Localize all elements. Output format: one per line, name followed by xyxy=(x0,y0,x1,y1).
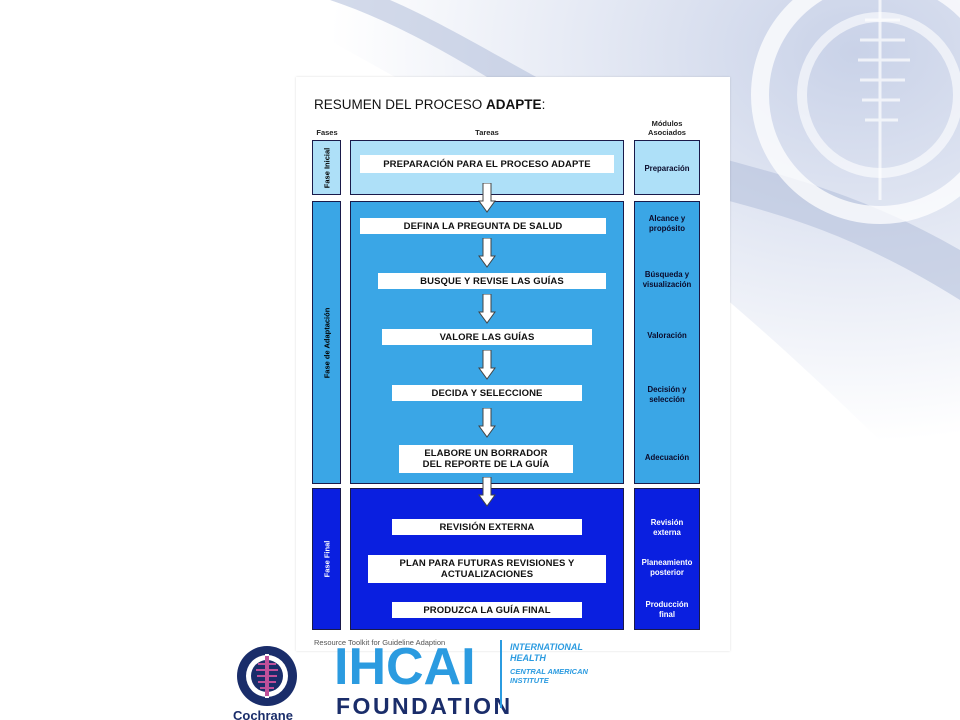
task-future-updates-line2: ACTUALIZACIONES xyxy=(440,569,534,580)
header-modules-line2: Asociados xyxy=(648,128,686,137)
task-define-question: DEFINA LA PREGUNTA DE SALUD xyxy=(360,218,606,234)
ihcai-subtitle-line4: INSTITUTE xyxy=(510,676,550,685)
title-bold: ADAPTE xyxy=(486,97,542,112)
task-final-guideline: PRODUZCA LA GUÍA FINAL xyxy=(392,602,582,618)
module-external-review: Revisión externa xyxy=(635,518,699,538)
module-production-line1: Producción xyxy=(645,600,689,609)
module-scope-line2: propósito xyxy=(649,224,685,233)
task-future-updates-line1: PLAN PARA FUTURAS REVISIONES Y xyxy=(399,558,575,569)
phase-adaptation-label: Fase de Adaptación xyxy=(322,307,331,378)
flow-arrow-6-icon xyxy=(478,477,496,507)
cochrane-logo: Cochrane xyxy=(233,646,297,720)
cochrane-logo-text: Cochrane xyxy=(233,708,293,720)
flow-arrow-4-icon xyxy=(478,350,496,380)
module-scope: Alcance y propósito xyxy=(635,214,699,234)
module-production: Producción final xyxy=(635,600,699,620)
phase-initial-label-box: Fase Inicial xyxy=(312,140,341,195)
task-draft-report-line2: DEL REPORTE DE LA GUÍA xyxy=(422,459,550,470)
phase-final-label-box: Fase Final xyxy=(312,488,341,630)
module-decision-line2: selección xyxy=(649,395,685,404)
task-draft-report: ELABORE UN BORRADOR DEL REPORTE DE LA GU… xyxy=(399,445,573,473)
phase-final-modules-box: Revisión externa Planeamiento posterior … xyxy=(634,488,700,630)
module-preparation: Preparación xyxy=(635,164,699,174)
task-search-guidelines: BUSQUE Y REVISE LAS GUÍAS xyxy=(378,273,606,289)
task-external-review: REVISIÓN EXTERNA xyxy=(392,519,582,535)
task-assess-guidelines: VALORE LAS GUÍAS xyxy=(382,329,592,345)
flow-arrow-5-icon xyxy=(478,408,496,438)
phase-final-tasks-box: REVISIÓN EXTERNA PLAN PARA FUTURAS REVIS… xyxy=(350,488,624,630)
module-production-line2: final xyxy=(658,610,676,619)
phase-adaptation-modules-box: Alcance y propósito Búsqueda y visualiza… xyxy=(634,201,700,484)
module-planning-line1: Planeamiento xyxy=(641,558,693,567)
module-assessment: Valoración xyxy=(635,331,699,341)
ihcai-logo-text: IHCAI xyxy=(334,640,476,696)
module-search-line1: Búsqueda y xyxy=(644,270,690,279)
flow-arrow-2-icon xyxy=(478,238,496,268)
adapte-diagram-panel: RESUMEN DEL PROCESO ADAPTE: Fases Tareas… xyxy=(296,77,730,651)
title-prefix: RESUMEN DEL PROCESO xyxy=(314,97,487,112)
module-customization: Adecuación xyxy=(635,453,699,463)
module-planning-line2: posterior xyxy=(650,568,684,577)
task-future-updates: PLAN PARA FUTURAS REVISIONES Y ACTUALIZA… xyxy=(368,555,606,583)
phase-final-label: Fase Final xyxy=(322,540,331,578)
task-decide-select: DECIDA Y SELECCIONE xyxy=(392,385,582,401)
header-tasks: Tareas xyxy=(475,128,499,137)
title-suffix: : xyxy=(541,97,546,112)
module-decision: Decisión y selección xyxy=(635,385,699,405)
module-decision-line1: Decisión y xyxy=(647,385,687,394)
module-search: Búsqueda y visualización xyxy=(635,270,699,290)
foundation-logo-text: FOUNDATION xyxy=(336,693,513,719)
phase-initial-label: Fase Inicial xyxy=(322,147,331,188)
task-preparation: PREPARACIÓN PARA EL PROCESO ADAPTE xyxy=(360,155,614,173)
module-preparation-line1: Preparación xyxy=(644,164,690,173)
ihcai-logo: IHCAI FOUNDATION INTERNATIONAL HEALTH CE… xyxy=(334,640,588,719)
flow-arrow-1-icon xyxy=(478,183,496,213)
module-customization-line1: Adecuación xyxy=(644,453,690,462)
source-caption: Resource Toolkit for Guideline Adaption xyxy=(314,638,446,647)
ihcai-subtitle-line3: CENTRAL AMERICAN xyxy=(510,667,588,676)
footer-logos: Cochrane IHCAI FOUNDATION INTERNATIONAL … xyxy=(233,640,588,720)
module-assessment-line1: Valoración xyxy=(647,331,687,340)
diagram-title: RESUMEN DEL PROCESO ADAPTE: xyxy=(314,97,545,112)
watermark-ring-icon xyxy=(751,0,960,224)
flow-arrow-3-icon xyxy=(478,294,496,324)
module-external-review-line1: Revisión xyxy=(650,518,684,527)
header-modules: Módulos Asociados xyxy=(634,119,700,137)
task-draft-report-line1: ELABORE UN BORRADOR xyxy=(424,448,548,459)
phase-initial-modules-box: Preparación xyxy=(634,140,700,195)
module-scope-line1: Alcance y xyxy=(648,214,686,223)
header-phases: Fases xyxy=(316,128,338,137)
phase-adaptation-label-box: Fase de Adaptación xyxy=(312,201,341,484)
ihcai-subtitle-line1: INTERNATIONAL xyxy=(510,642,583,652)
module-planning: Planeamiento posterior xyxy=(635,558,699,578)
module-search-line2: visualización xyxy=(642,280,692,289)
module-external-review-line2: externa xyxy=(653,528,681,537)
ihcai-subtitle-line2: HEALTH xyxy=(510,653,546,663)
header-modules-line1: Módulos xyxy=(651,119,683,128)
